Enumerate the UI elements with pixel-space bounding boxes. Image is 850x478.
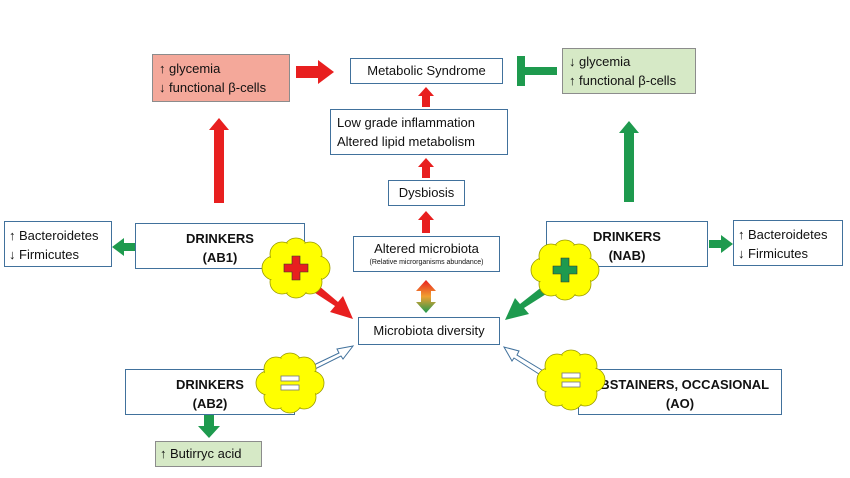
arrow-ao-to-diversity [502, 346, 546, 377]
bacteria-left-box: ↑Bacteroidetes ↓Firmicutes [4, 221, 112, 267]
abstainers-ao-box: ABSTAINERS, OCCASIONAL (AO) [578, 369, 782, 415]
cloud-plus-ab1 [261, 237, 331, 299]
down-arrow-icon: ↓ [569, 54, 576, 69]
arrow-ab2-to-butirryc [198, 414, 220, 438]
bidirectional-arrow [416, 280, 436, 313]
equal-icon [280, 375, 300, 391]
ao-line1: ABSTAINERS, OCCASIONAL [590, 377, 770, 392]
butirryc-acid-label: Butirryc acid [170, 446, 242, 461]
cloud-fill [554, 363, 588, 397]
microbiota-diversity-label: Microbiota diversity [373, 323, 485, 338]
left-effect-line1: glycemia [169, 61, 221, 76]
ab2-line1: DRINKERS [176, 377, 244, 392]
butirryc-acid-box: ↑Butirryc acid [155, 441, 262, 467]
cloud-equal-ao [536, 349, 606, 411]
nab-line2: (NAB) [608, 248, 646, 263]
ab1-line1: DRINKERS [186, 231, 254, 246]
metabolic-syndrome-label: Metabolic Syndrome [367, 63, 486, 78]
arrow-ab1-to-bacteria-left [112, 238, 137, 256]
arrow-dysbiosis-to-inflammation [418, 158, 434, 178]
arrow-nab-to-right-effect [619, 121, 639, 202]
down-arrow-icon: ↓ [738, 246, 745, 261]
right-effect-line2: functional β-cells [579, 73, 677, 88]
microbiota-diversity-box: Microbiota diversity [358, 317, 500, 345]
cloud-fill [273, 366, 307, 400]
inflammation-line2: Altered lipid metabolism [337, 134, 476, 149]
dysbiosis-label: Dysbiosis [398, 185, 455, 200]
arrow-left-effect-to-syndrome [296, 60, 334, 84]
nab-line1: DRINKERS [593, 229, 661, 244]
left-effect-box: ↑glycemia ↓functional β-cells [152, 54, 290, 102]
up-arrow-icon: ↑ [160, 446, 167, 461]
up-arrow-icon: ↑ [9, 228, 16, 243]
ao-line2: (AO) [665, 396, 695, 411]
inflammation-line1: Low grade inflammation [337, 115, 476, 130]
up-arrow-icon: ↑ [569, 73, 576, 88]
up-arrow-icon: ↑ [159, 61, 166, 76]
right-effect-line1: glycemia [579, 54, 631, 69]
up-arrow-icon: ↑ [738, 227, 745, 242]
dysbiosis-box: Dysbiosis [388, 180, 465, 206]
down-arrow-icon: ↓ [159, 80, 166, 95]
inhibition-right-effect [517, 56, 557, 86]
bacteria-right-box: ↑Bacteroidetes ↓Firmicutes [733, 220, 843, 266]
bacteria-right-line1: Bacteroidetes [748, 227, 828, 242]
bacteria-left-line2: Firmicutes [19, 247, 79, 262]
cloud-plus-nab [530, 239, 600, 301]
down-arrow-icon: ↓ [9, 247, 16, 262]
ab1-line2: (AB1) [202, 250, 238, 265]
left-effect-line2: functional β-cells [169, 80, 267, 95]
equal-icon [561, 372, 581, 388]
altered-microbiota-label: Altered microbiota [374, 241, 479, 256]
arrow-nab-to-bacteria-right [709, 235, 733, 253]
ab2-line2: (AB2) [192, 396, 228, 411]
inflammation-box: Low grade inflammation Altered lipid met… [330, 109, 508, 155]
right-effect-box: ↓glycemia ↑functional β-cells [562, 48, 696, 94]
altered-microbiota-note: (Relative microrganisms abundance) [369, 259, 484, 266]
altered-microbiota-box: Altered microbiota (Relative microrganis… [353, 236, 500, 272]
cloud-equal-ab2 [255, 352, 325, 414]
bacteria-left-line1: Bacteroidetes [19, 228, 99, 243]
arrow-ab1-to-left-effect [209, 118, 229, 203]
bacteria-right-line2: Firmicutes [748, 246, 808, 261]
plus-green-icon [552, 257, 578, 283]
plus-red-icon [283, 255, 309, 281]
arrow-inflammation-to-syndrome [418, 87, 434, 107]
arrow-altered-to-dysbiosis [418, 211, 434, 233]
metabolic-syndrome-box: Metabolic Syndrome [350, 58, 503, 84]
